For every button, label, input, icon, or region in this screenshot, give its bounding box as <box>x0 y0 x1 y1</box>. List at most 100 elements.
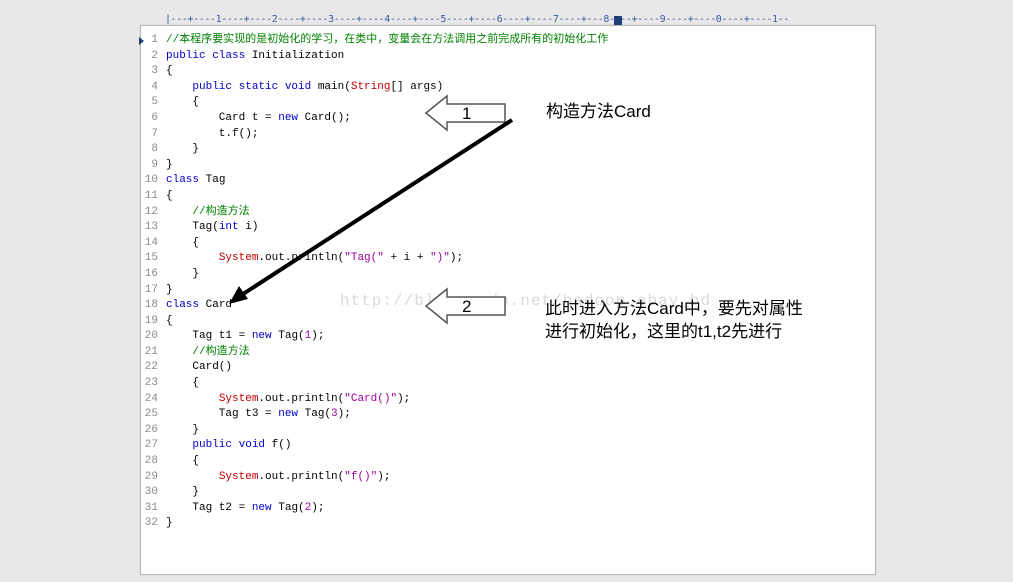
code-block[interactable]: 1 //本程序要实现的是初始化的学习，在类中，变量会在方法调用之前完成所有的初始化… <box>139 33 608 532</box>
code-token: f() <box>265 439 292 452</box>
code-line[interactable]: 17} <box>140 283 570 299</box>
code-line[interactable]: 20 Tag t1 = new Tag(1); <box>140 329 570 345</box>
code-line[interactable]: 7 t.f(); <box>140 127 570 143</box>
code-token: String <box>350 80 391 93</box>
code-token: } <box>166 423 200 436</box>
code-line[interactable]: 3{ <box>140 64 570 80</box>
code-token: 3 <box>331 408 338 421</box>
code-token: Tag t3 = <box>166 408 279 421</box>
code-line[interactable]: 6 Card t = new Card(); <box>140 111 570 127</box>
code-line[interactable]: 26 } <box>140 423 570 439</box>
line-number: 12 <box>144 205 158 218</box>
code-line[interactable]: 4 public static void main(String[] args) <box>140 80 570 96</box>
code-token: } <box>166 283 173 296</box>
arrow-1-number: 1 <box>462 104 472 123</box>
line-number: 18 <box>144 299 158 312</box>
code-token: ); <box>397 392 411 405</box>
code-line[interactable]: 16 } <box>140 267 570 283</box>
code-line[interactable]: 1//本程序要实现的是初始化的学习，在类中，变量会在方法调用之前完成所有的初始化… <box>139 33 608 49</box>
code-token: //构造方法 <box>192 205 250 218</box>
code-line[interactable]: 12 //构造方法 <box>140 205 570 221</box>
code-text: Tag t3 = new Tag(3); <box>166 407 351 423</box>
code-line[interactable]: 27 public void f() <box>140 438 570 454</box>
code-line[interactable]: 10 class Tag <box>140 173 570 189</box>
code-token: public class <box>166 49 246 62</box>
code-line[interactable]: 5 { <box>140 95 570 111</box>
code-text: Tag(int i) <box>166 220 258 236</box>
code-token: { <box>166 96 200 109</box>
ruler-tab-marker[interactable] <box>614 16 622 26</box>
code-text: //本程序要实现的是初始化的学习，在类中，变量会在方法调用之前完成所有的初始化工… <box>166 33 608 49</box>
code-token: new <box>278 111 299 124</box>
code-text: } <box>166 142 199 158</box>
code-token: //构造方法 <box>192 345 250 358</box>
code-text: { <box>166 314 173 330</box>
code-line[interactable]: 18 class Card <box>140 298 570 314</box>
line-number: 6 <box>151 111 158 124</box>
code-token: new <box>251 501 272 514</box>
code-line[interactable]: 11{ <box>140 189 570 205</box>
code-text: { <box>166 236 199 252</box>
code-line[interactable]: 28 { <box>140 454 570 470</box>
code-line[interactable]: 29 System.out.println("f()"); <box>140 470 570 486</box>
line-number: 28 <box>144 455 158 468</box>
code-line[interactable]: 32} <box>140 516 570 532</box>
code-token: 1 <box>304 330 312 343</box>
code-line[interactable]: 31 Tag t2 = new Tag(2); <box>140 501 570 517</box>
line-number: 16 <box>144 267 158 280</box>
code-line[interactable]: 25 Tag t3 = new Tag(3); <box>140 407 570 423</box>
code-token: Tag( <box>271 330 305 343</box>
code-token: { <box>166 455 200 468</box>
code-line[interactable]: 24 System.out.println("Card()"); <box>140 392 570 408</box>
code-token: } <box>166 486 200 499</box>
code-token: Card <box>199 299 233 312</box>
code-line[interactable]: 8 } <box>140 142 570 158</box>
code-token: "f()" <box>344 470 378 483</box>
code-token: } <box>166 158 173 171</box>
code-token: Tag t2 = <box>166 501 252 514</box>
line-number: 10 <box>144 174 158 187</box>
code-text: } <box>166 516 173 532</box>
code-line[interactable]: 22 Card() <box>140 360 570 376</box>
code-line[interactable]: 19{ <box>140 314 570 330</box>
code-token: Tag t1 = <box>166 330 252 343</box>
code-text: class Tag <box>166 173 225 189</box>
code-text: { <box>166 454 199 470</box>
hollow-arrow-2 <box>424 287 506 325</box>
code-text: //构造方法 <box>166 345 250 361</box>
code-token: public void <box>192 439 266 452</box>
code-text: System.out.println("Card()"); <box>166 392 410 408</box>
code-token: class <box>166 299 200 312</box>
code-line[interactable]: 30 } <box>140 485 570 501</box>
code-text: t.f(); <box>166 127 259 143</box>
code-line[interactable]: 13 Tag(int i) <box>140 220 570 236</box>
code-text: class Card <box>166 298 232 314</box>
code-text: public void f() <box>166 438 291 454</box>
code-text: { <box>166 376 199 392</box>
line-number: 8 <box>151 143 158 156</box>
code-line[interactable]: 14 { <box>140 236 570 252</box>
arrow-2-number: 2 <box>462 297 472 316</box>
code-token: Tag( <box>298 408 332 421</box>
code-line[interactable]: 21 //构造方法 <box>140 345 570 361</box>
code-token: .out.println( <box>258 392 345 405</box>
line-number: 3 <box>151 65 158 78</box>
line-number: 27 <box>144 439 158 452</box>
code-token: ); <box>449 252 464 265</box>
code-token: .out.println( <box>258 470 345 483</box>
line-number: 20 <box>144 330 158 343</box>
code-token: ); <box>311 501 325 514</box>
code-token: new <box>251 330 272 343</box>
code-line[interactable]: 23 { <box>140 376 570 392</box>
code-text: } <box>166 158 173 174</box>
code-token: Initialization <box>245 49 345 62</box>
code-token: { <box>166 189 173 202</box>
code-text: } <box>166 283 173 299</box>
line-number: 31 <box>144 501 158 514</box>
line-number: 7 <box>151 127 158 140</box>
code-line[interactable]: 9} <box>140 158 570 174</box>
line-number: 30 <box>144 486 158 499</box>
code-token: new <box>278 408 299 421</box>
